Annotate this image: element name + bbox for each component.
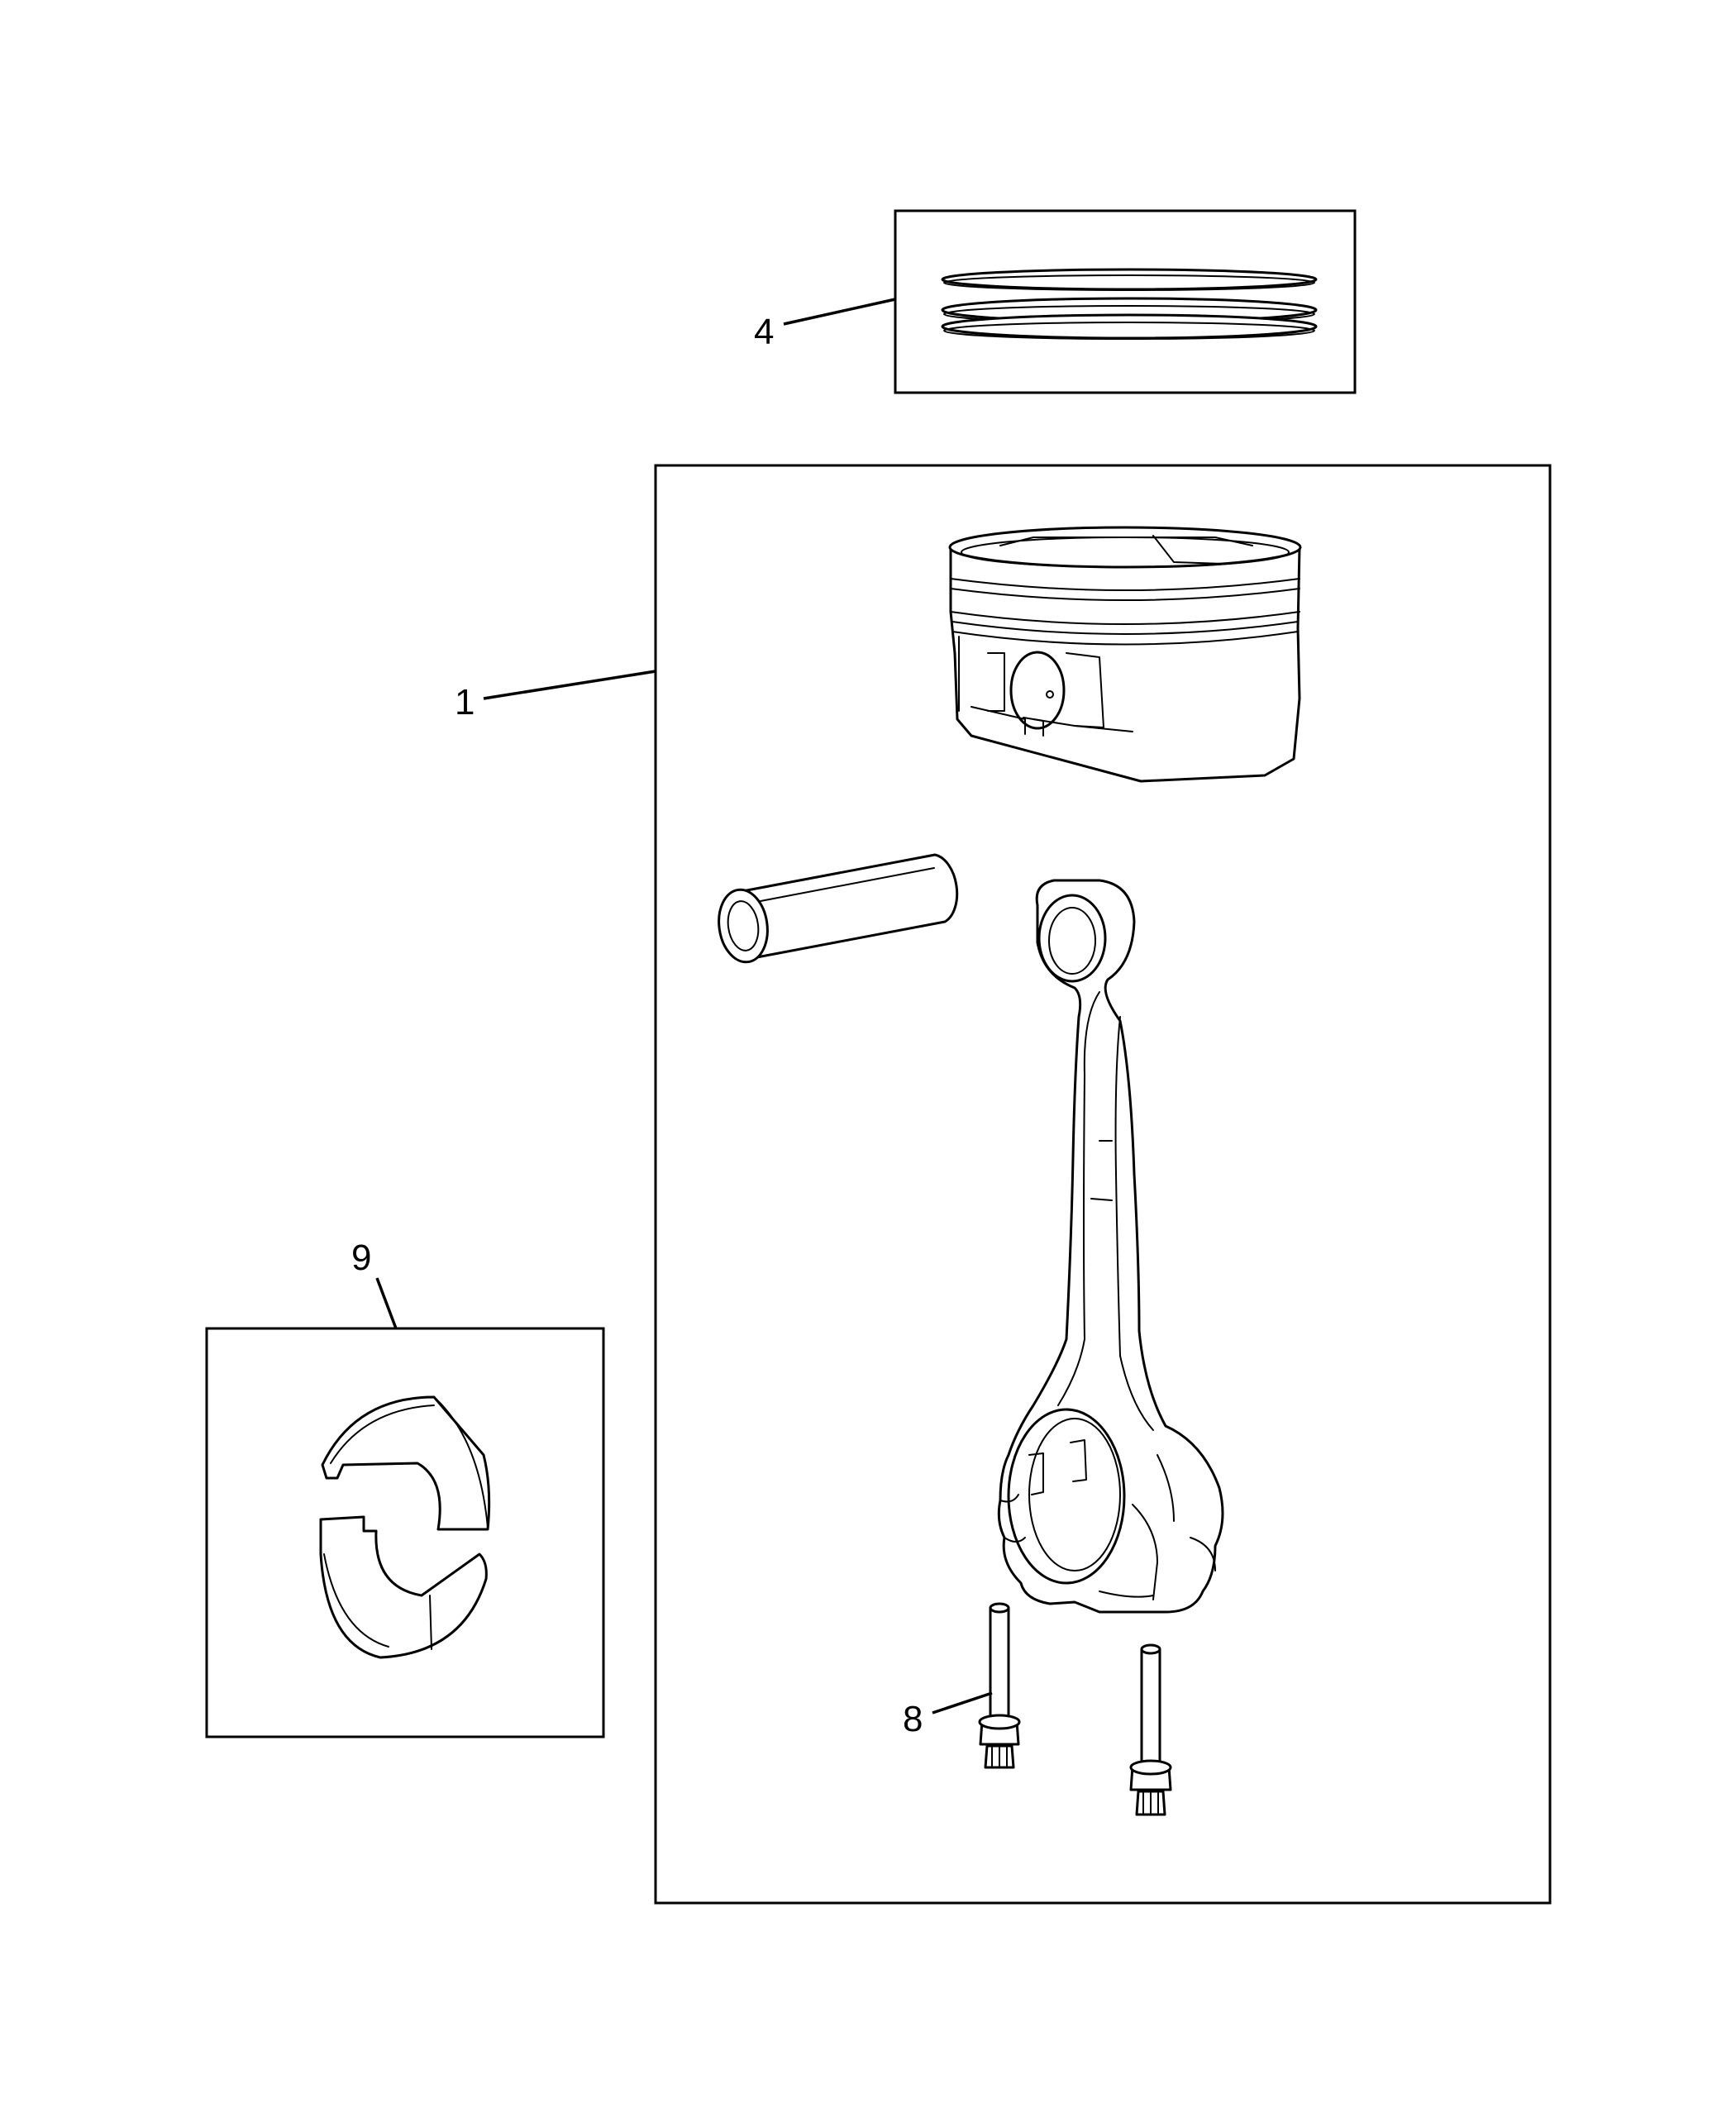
- piston-pin-drawing: [718, 853, 959, 964]
- callout-1[interactable]: 1: [455, 682, 475, 723]
- callout-8[interactable]: 8: [903, 1699, 923, 1739]
- leader-line-9: [375, 1277, 398, 1329]
- leader-line-4: [783, 298, 896, 326]
- connecting-rod-drawing: [997, 879, 1224, 1614]
- leader-line-8: [932, 1691, 993, 1715]
- piston-rings-box: [894, 209, 1357, 394]
- callout-9[interactable]: 9: [351, 1238, 371, 1278]
- piston-drawing: [948, 526, 1302, 783]
- rod-bolt-1-drawing: [978, 1602, 1021, 1769]
- rod-bearings-box: [205, 1327, 605, 1738]
- rod-bolt-2-drawing: [1129, 1643, 1172, 1816]
- piston-rings-drawing: [941, 268, 1318, 340]
- leader-line-1: [483, 670, 656, 700]
- piston-assembly-box: [654, 464, 1552, 1905]
- callout-4[interactable]: 4: [754, 312, 774, 352]
- rod-bearings-drawing: [319, 1395, 491, 1659]
